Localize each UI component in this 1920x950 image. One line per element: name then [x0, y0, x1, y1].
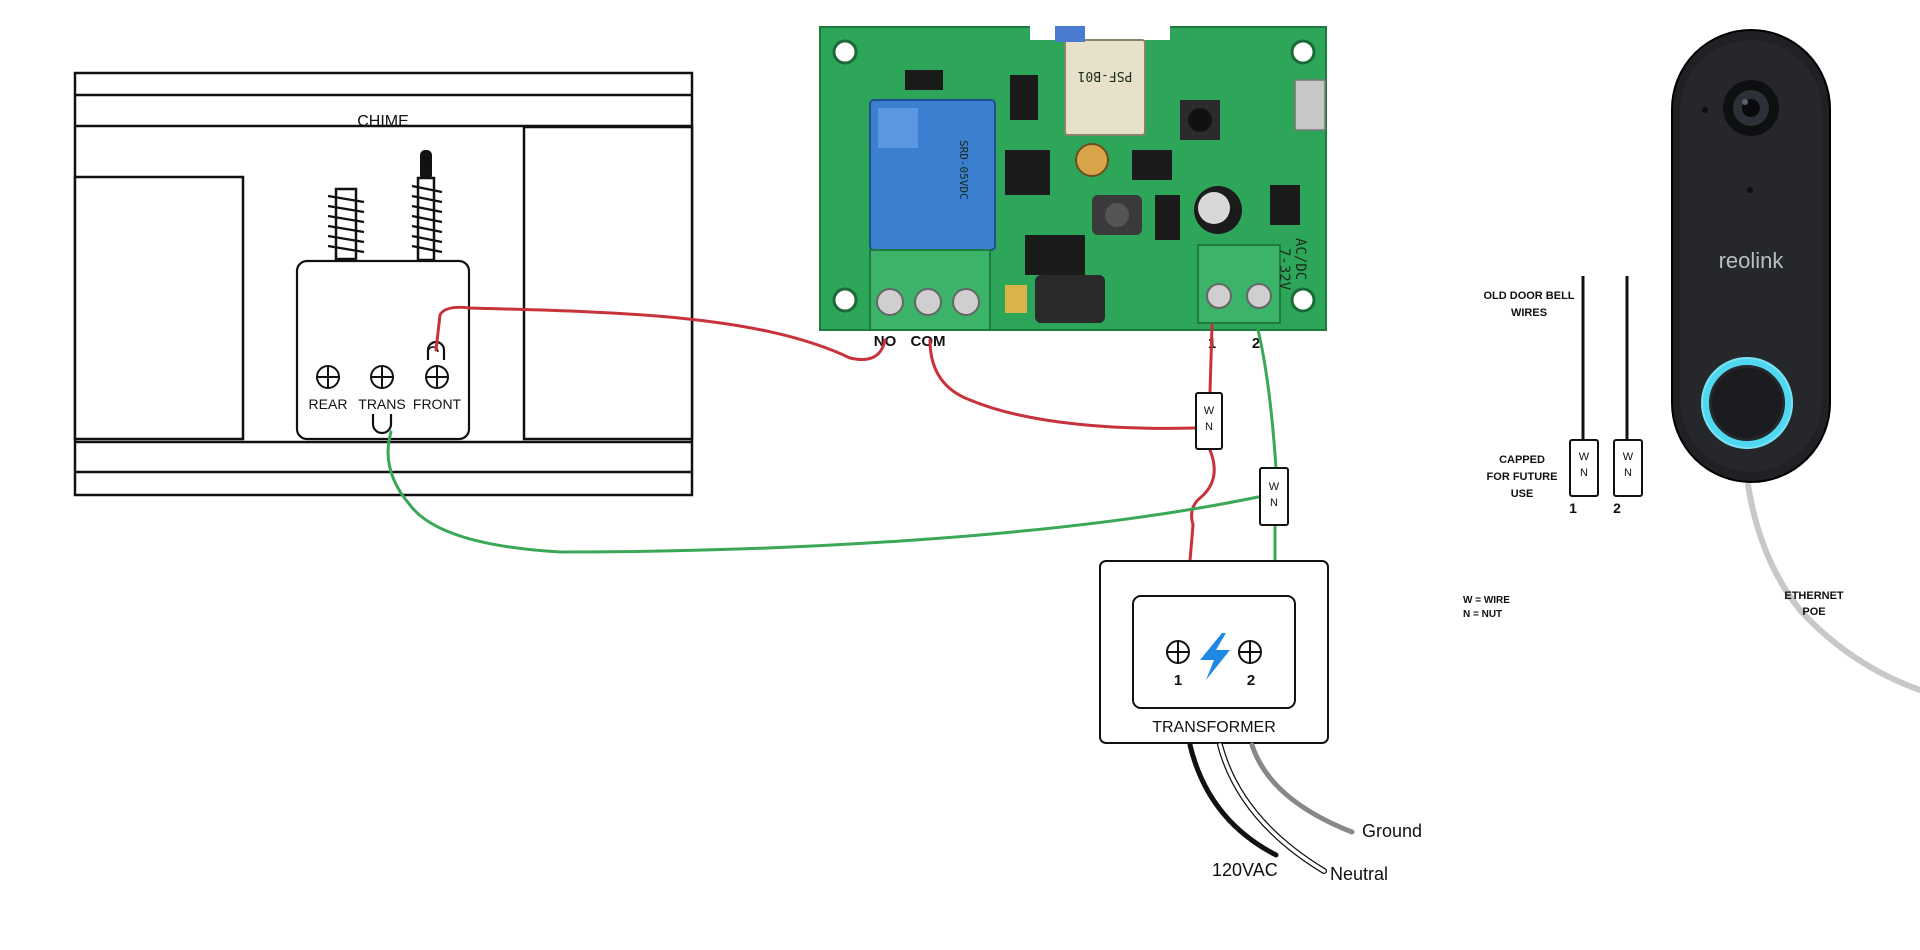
old-doorbell-wires: OLD DOOR BELL WIRES W N W N 1 2 CAPPED F… [1483, 276, 1643, 516]
transformer-terminal-1-label: 1 [1174, 672, 1182, 689]
chime-spring-left [327, 187, 365, 261]
wire-power2-to-nut [1256, 328, 1278, 470]
old-wire-label-1: 1 [1569, 500, 1577, 516]
old-wires-title-1: OLD DOOR BELL [1483, 290, 1574, 302]
old-wire-nut-2 [1613, 439, 1643, 497]
ethernet-cable [1745, 482, 1920, 693]
wire-nut-1-n: N [1205, 421, 1213, 433]
terminal-trans-icon [370, 365, 394, 389]
module-label: PSF-B01 [1078, 68, 1133, 83]
doorbell-brand: reolink [1719, 248, 1785, 273]
old-wires-title-2: WIRES [1511, 307, 1547, 319]
chime-unit: CHIME [73, 71, 694, 497]
wire-com-to-nut [928, 338, 1198, 430]
transformer-title: TRANSFORMER [1152, 719, 1276, 736]
capped-line-1: CAPPED [1499, 454, 1545, 466]
terminal-front-icon [425, 365, 449, 389]
wire-nut-to-transformer-1 [1178, 448, 1216, 652]
chime-terminal-block [295, 259, 471, 441]
transformer-terminal-1-icon [1166, 640, 1190, 664]
old-nut-2-n: N [1624, 467, 1632, 479]
old-wire-label-2: 2 [1613, 500, 1621, 516]
wire-neutral [1218, 743, 1326, 873]
wire-nut-2: W N [1259, 467, 1289, 526]
svg-text:SRD-05VDC: SRD-05VDC [957, 140, 970, 200]
chime-left-panel [73, 175, 245, 441]
old-nut-1-n: N [1580, 467, 1588, 479]
wire-ground [1249, 742, 1355, 835]
power-input-terminal [1197, 244, 1281, 324]
voltage-label: 7-32V [1276, 248, 1292, 291]
power-label: AC/DC [1292, 238, 1308, 280]
capped-line-2: FOR FUTURE [1487, 471, 1558, 483]
terminal-front-label: FRONT [413, 396, 462, 412]
wire-nut-1-w: W [1204, 405, 1215, 417]
terminal-rear-label: REAR [309, 396, 348, 412]
legend: W = WIRE N = NUT [1463, 595, 1510, 620]
transformer-terminal-2-icon [1238, 640, 1262, 664]
mains-120vac-label: 120VAC [1212, 860, 1278, 880]
old-wire-nut-1 [1569, 439, 1599, 497]
transformer-terminal-2-label: 2 [1247, 672, 1255, 689]
wire-front-to-no [434, 305, 887, 361]
wifi-module [1064, 39, 1146, 136]
video-doorbell: reolink [1671, 29, 1920, 693]
legend-line-2: N = NUT [1463, 609, 1502, 620]
capped-line-3: USE [1511, 488, 1534, 500]
relay-board: SRD-05VDC PSF-B01 AC/DC 7-32V [819, 22, 1327, 352]
mains-leads [1187, 742, 1355, 874]
terminal-rear-icon [316, 365, 340, 389]
pcb-mount-hole-icon [832, 39, 858, 65]
lightning-bolt-icon [1200, 633, 1230, 680]
chime-right-panel [522, 125, 694, 441]
wire-trans-to-nut [386, 430, 1260, 554]
old-nut-2-w: W [1623, 451, 1634, 463]
doorbell-button-ring-icon[interactable] [1701, 357, 1793, 449]
chime-title: CHIME [357, 113, 409, 130]
mains-neutral-label: Neutral [1330, 864, 1388, 884]
terminal-trans-label: TRANS [358, 396, 405, 412]
transformer: 1 2 TRANSFORMER [1099, 560, 1329, 744]
wire-nut-1: W N [1195, 392, 1223, 450]
ethernet-label-2: POE [1802, 606, 1825, 618]
ethernet-label-1: ETHERNET [1784, 590, 1844, 602]
power-terminal-2-label: 2 [1252, 335, 1260, 352]
wire-nut-2-n: N [1270, 497, 1278, 509]
wire-nut-2-w: W [1269, 481, 1280, 493]
legend-line-1: W = WIRE [1463, 595, 1510, 606]
trans-wire-loop-icon [371, 414, 393, 435]
relay-com-label: COM [911, 333, 946, 350]
mains-ground-label: Ground [1362, 821, 1422, 841]
old-nut-1-w: W [1579, 451, 1590, 463]
wire-120vac [1187, 742, 1279, 858]
wire-power1-to-nut [1208, 323, 1214, 394]
